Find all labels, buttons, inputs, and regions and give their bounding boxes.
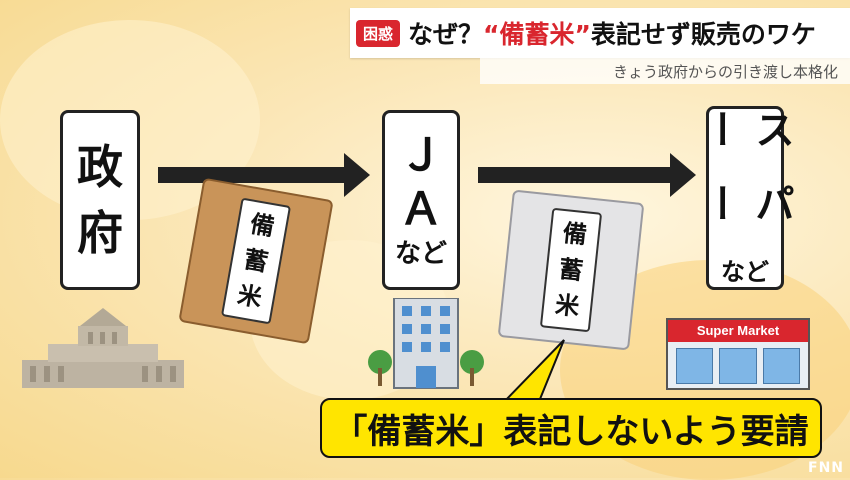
store-windows [668,342,808,390]
subheadline: きょう政府からの引き渡し本格化 [480,58,850,84]
bag-label: 備 蓄 米 [539,207,603,333]
headline-tag: 困惑 [356,19,401,47]
government-box: 政 府 [60,110,140,290]
callout-pointer [499,339,565,406]
fnn-logo: FNN [808,460,844,476]
diet-building-icon [22,308,184,388]
bag-label: 備 蓄 米 [220,197,292,325]
arrow-ja-to-super [478,153,696,197]
callout-request: 「備蓄米」表記しないよう要請 [320,398,822,458]
supermarket-store-icon: Super Market [666,318,810,390]
office-building-icon [368,298,484,389]
headline-bar: 困惑 なぜ？“備蓄米”表記せず販売のワケ [350,8,850,58]
supermarket-box: スー パー など [696,106,794,290]
ja-box: Ｊ Ａ など [382,110,460,290]
store-sign: Super Market [668,320,808,342]
stockpile-rice-bag-grey: 備 蓄 米 [497,189,645,351]
arrow-government-to-ja [158,153,370,197]
headline-title: なぜ？“備蓄米”表記せず販売のワケ [408,20,816,49]
stockpile-rice-bag-brown: 備 蓄 米 [178,177,334,345]
